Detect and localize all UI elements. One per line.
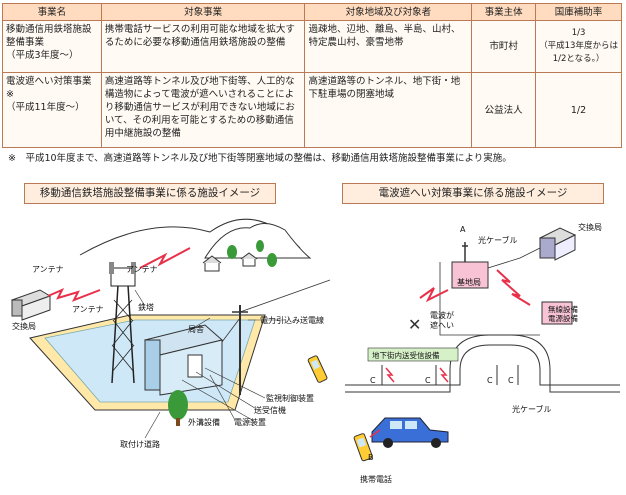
table-row: 電波遮へい対策事業※ （平成11年度～） 高速道路等トンネル及び地下街等、人工的… (2, 72, 622, 148)
blocked-icon: ✕ (408, 315, 421, 334)
antenna-label: アンテナ (126, 265, 158, 274)
right-diagram-title: 電波遮へい対策事業に係る施設イメージ (342, 183, 604, 204)
header-cell: 事業名 (2, 3, 102, 21)
point-a-label: A (460, 225, 466, 234)
power-equipment-label: 電源設備 (548, 313, 578, 323)
radio-wave-icon (496, 269, 531, 306)
point-c-label: C (487, 376, 493, 385)
project-content-cell: 携帯電話サービスの利用可能な地域を拡大するために必要な移動通信用鉄塔施設の整備 (100, 20, 306, 73)
exchange-building-icon (538, 227, 577, 261)
entity-cell: 市町村 (471, 20, 537, 73)
project-table: 事業名 対象事業 対象地域及び対象者 事業主体 国庫補助率 移動通信用鉄塔施設整… (2, 3, 622, 148)
target-area-cell: 過疎地、辺地、離島、半島、山村、特定農山村、豪雪地帯 (304, 20, 473, 73)
mobile-phone-icon (307, 355, 328, 383)
point-b-label: B (368, 453, 374, 462)
station-label: 局舎 (188, 325, 204, 334)
power-line-label: 電力引込み送電線 (260, 315, 324, 325)
tower-icon (109, 262, 136, 384)
left-illustration: アンテナ アンテナ アンテナ 交換局 鉄塔 局舎 電力引込み送電線 監視制御装置… (10, 218, 331, 449)
antenna-icon (381, 365, 519, 385)
exchange-label: 交換局 (12, 321, 36, 331)
point-c-label: C (508, 376, 514, 385)
road-label: 取付け道路 (120, 439, 160, 449)
blocked-label: 遮へい (430, 320, 454, 330)
radio-equipment-label: 無線設備 (548, 304, 578, 314)
underground-equipment-label: 地下街内送受信設備 (372, 350, 440, 360)
table-row: 移動通信用鉄塔施設整備事業 （平成3年度～） 携帯電話サービスの利用可能な地域を… (2, 20, 622, 73)
power-unit-label: 電源装置 (234, 417, 266, 427)
header-cell: 国庫補助率 (535, 3, 622, 21)
footnote: ※ 平成10年度まで、高速道路等トンネル及び地下街等閉塞地域の整備は、移動通信用… (8, 153, 512, 164)
subsidy-rate-cell: 1/3 （平成13年度からは1/2となる。） (535, 20, 622, 73)
monitor-label: 監視制御装置 (266, 393, 314, 403)
tower-label: 鉄塔 (138, 302, 154, 312)
base-station-icon (451, 261, 489, 289)
project-name-cell: 電波遮へい対策事業※ （平成11年度～） (2, 72, 102, 148)
antenna-label: アンテナ (32, 265, 64, 274)
fiber-cable-label: 光ケーブル (512, 404, 552, 414)
house-icon (202, 252, 258, 272)
point-c-label: C (370, 376, 376, 385)
exchange-building-icon (10, 289, 52, 321)
mobile-phone-icon (353, 433, 373, 462)
blocked-label: 電波が (430, 310, 454, 320)
header-cell: 対象事業 (100, 3, 306, 21)
left-diagram-title: 移動通信鉄塔施設整備事業に係る施設イメージ (24, 183, 276, 204)
tree-icon (227, 240, 277, 267)
outdoor-label: 外溝設備 (188, 417, 220, 427)
right-illustration: ✕ A 光ケーブル 交換局 基地局 無線設備 電源設備 電波が 遮へい 地下街内… (345, 222, 620, 484)
base-station-label: 基地局 (457, 277, 481, 287)
target-area-cell: 高速道路等のトンネル、地下街・地下駐車場の閉塞地域 (304, 72, 473, 148)
transmitter-label: 送受信機 (254, 405, 286, 415)
mobile-phone-label: 携帯電話 (360, 474, 392, 484)
station-building (144, 324, 224, 396)
point-c-label: C (425, 376, 431, 385)
subsidy-rate-cell: 1/2 (535, 72, 622, 148)
radio-equipment-icon (541, 301, 573, 325)
exchange-label: 交換局 (578, 222, 602, 232)
project-content-cell: 高速道路等トンネル及び地下街等、人工的な構造物によって電波が遮へいされることによ… (100, 72, 306, 148)
radio-wave-icon (47, 288, 101, 302)
antenna-label: アンテナ (72, 305, 104, 314)
car-icon (371, 417, 449, 448)
fiber-cable-label: 光ケーブル (478, 235, 518, 245)
entity-cell: 公益法人 (471, 72, 537, 148)
